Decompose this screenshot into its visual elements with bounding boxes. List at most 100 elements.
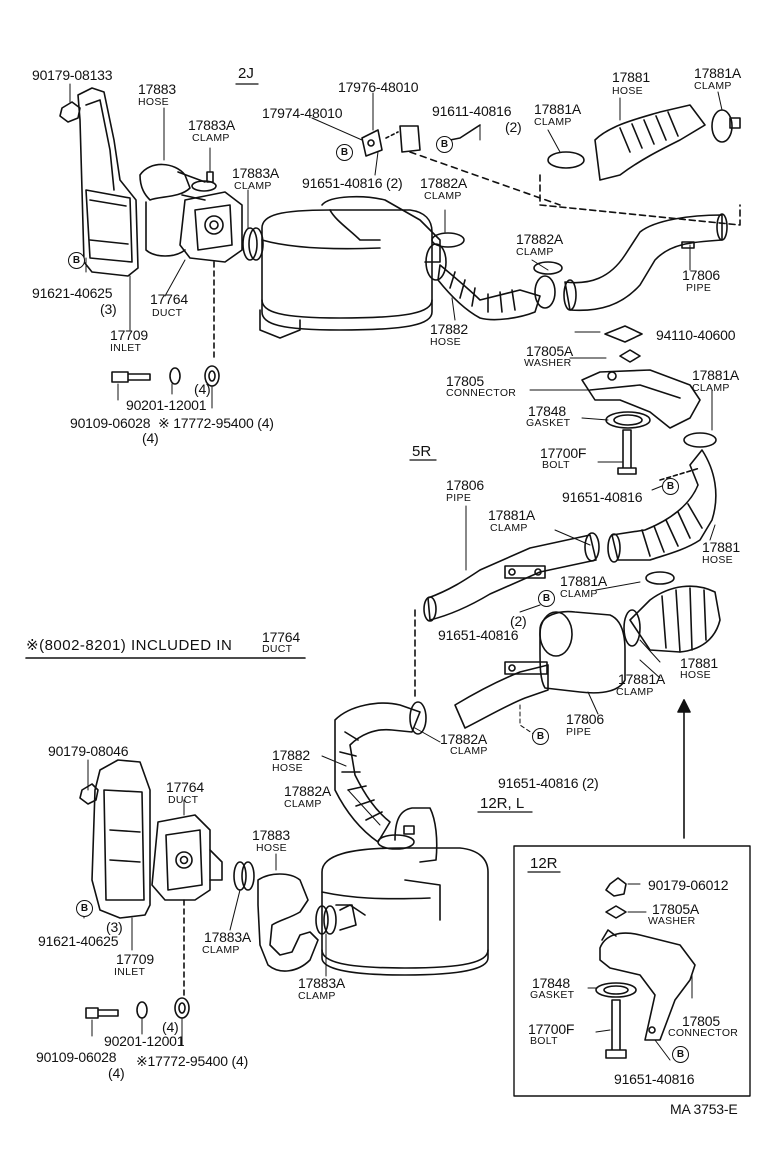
part-17848: 17848 [532,975,570,991]
part-17709: 17709 [116,951,154,967]
part-17976-48010: 17976-48010 [338,79,419,95]
part-91651-40816: 91651-40816 (2) [498,775,599,791]
part-91651-40816: 91651-40816 [614,1071,695,1087]
section-2j: 2J [238,65,254,82]
marker-b: B [532,728,549,745]
marker-b: B [336,144,353,161]
part-17881: 17881 [680,655,718,671]
part-17709: 17709 [110,327,148,343]
qty: (4) [194,381,211,397]
part-17882a: 17882A [516,231,564,247]
name-clamp: CLAMP [234,180,272,192]
part-17882: 17882 [430,321,468,337]
hardware-bottom [85,997,190,1019]
inset-12r-box [513,845,751,1097]
leader-lines [69,83,723,1061]
part-91621-40625: 91621-40625 [38,933,119,949]
name-clamp: CLAMP [534,116,572,128]
duct-17764-top [179,191,243,361]
muffler-mid [454,610,626,729]
pipe-17806-mid [423,532,600,622]
part-17700f: 17700F [540,445,587,461]
name-hose: HOSE [256,842,287,854]
part-17806: 17806 [566,711,604,727]
included-note: ※(8002-8201) INCLUDED IN [26,637,233,654]
name-clamp: CLAMP [616,686,654,698]
name-clamp: CLAMP [284,798,322,810]
part-17881a: 17881A [694,65,742,81]
hardware-top [59,101,220,387]
brackets-top [361,124,561,206]
inlet-top [77,87,139,277]
name-duct: DUCT [168,794,199,806]
part-17772-95400: ※17772-95400 (4) [136,1053,249,1069]
part-17883: 17883 [138,81,176,97]
hose-17881-mid-lower [623,571,721,653]
qty: (3) [106,919,123,935]
part-17805a: 17805A [526,343,574,359]
part-17772-95400: ※ 17772-95400 (4) [158,415,274,431]
hose-17883-top [139,163,206,257]
name-gasket: GASKET [530,989,575,1001]
marker-b: B [68,252,85,269]
part-17882a: 17882A [440,731,488,747]
name-hose: HOSE [680,669,711,681]
name-clamp: CLAMP [694,80,732,92]
part-17974-48010: 17974-48010 [262,105,343,121]
name-connector: CONNECTOR [668,1027,739,1039]
part-17805: 17805 [446,373,484,389]
part-17881a: 17881A [488,507,536,523]
reference-code: MA 3753-E [670,1101,738,1117]
name-clamp: CLAMP [298,990,336,1002]
marker-b: B [76,900,93,917]
name-hose: HOSE [702,554,733,566]
part-17806: 17806 [682,267,720,283]
inlet-bottom [79,759,151,919]
inset-parts [595,877,696,1059]
name-washer: WASHER [648,915,696,927]
name-clamp: CLAMP [692,382,730,394]
name-clamp: CLAMP [490,522,528,534]
part-90179-08133: 90179-08133 [32,67,113,83]
part-17700f: 17700F [528,1021,575,1037]
part-91611-40816: 91611-40816 [432,103,512,119]
part-17881a: 17881A [692,367,740,383]
name-clamp: CLAMP [424,190,462,202]
part-17805a: 17805A [652,901,700,917]
part-17881a: 17881A [560,573,608,589]
section-12r-inset: 12R [530,855,558,872]
marker-b: B [662,478,679,495]
name-hose: HOSE [612,85,643,97]
note-part-duct: DUCT [262,643,293,655]
name-pipe: PIPE [446,492,472,504]
part-17881: 17881 [612,69,650,85]
part-17764: 17764 [166,779,204,795]
marker-b: B [672,1046,689,1063]
name-hose: HOSE [430,336,461,348]
name-hose: HOSE [272,762,303,774]
hose-17881-mid-upper [607,432,717,563]
name-clamp: CLAMP [192,132,230,144]
part-90179-08046: 90179-08046 [48,743,129,759]
marker-b: B [436,136,453,153]
connector-17805-mid [581,325,701,475]
duct-17764-bottom [151,814,223,996]
name-clamp: CLAMP [560,588,598,600]
part-17805: 17805 [682,1013,720,1029]
part-91651-40816: 91651-40816 [562,489,643,505]
air-cleaner-top [259,195,441,339]
part-17882: 17882 [272,747,310,763]
name-hose: HOSE [138,96,169,108]
name-clamp: CLAMP [516,246,554,258]
qty: (4) [108,1065,125,1081]
qty: (4) [162,1019,179,1035]
part-17881a: 17881A [618,671,666,687]
part-17882a: 17882A [284,783,332,799]
part-17806: 17806 [446,477,484,493]
hose-17882-bottom [334,701,427,850]
name-inlet: INLET [114,966,146,978]
part-17883a: 17883A [298,975,346,991]
hose-17883-bottom [233,861,357,972]
name-pipe: PIPE [686,282,712,294]
